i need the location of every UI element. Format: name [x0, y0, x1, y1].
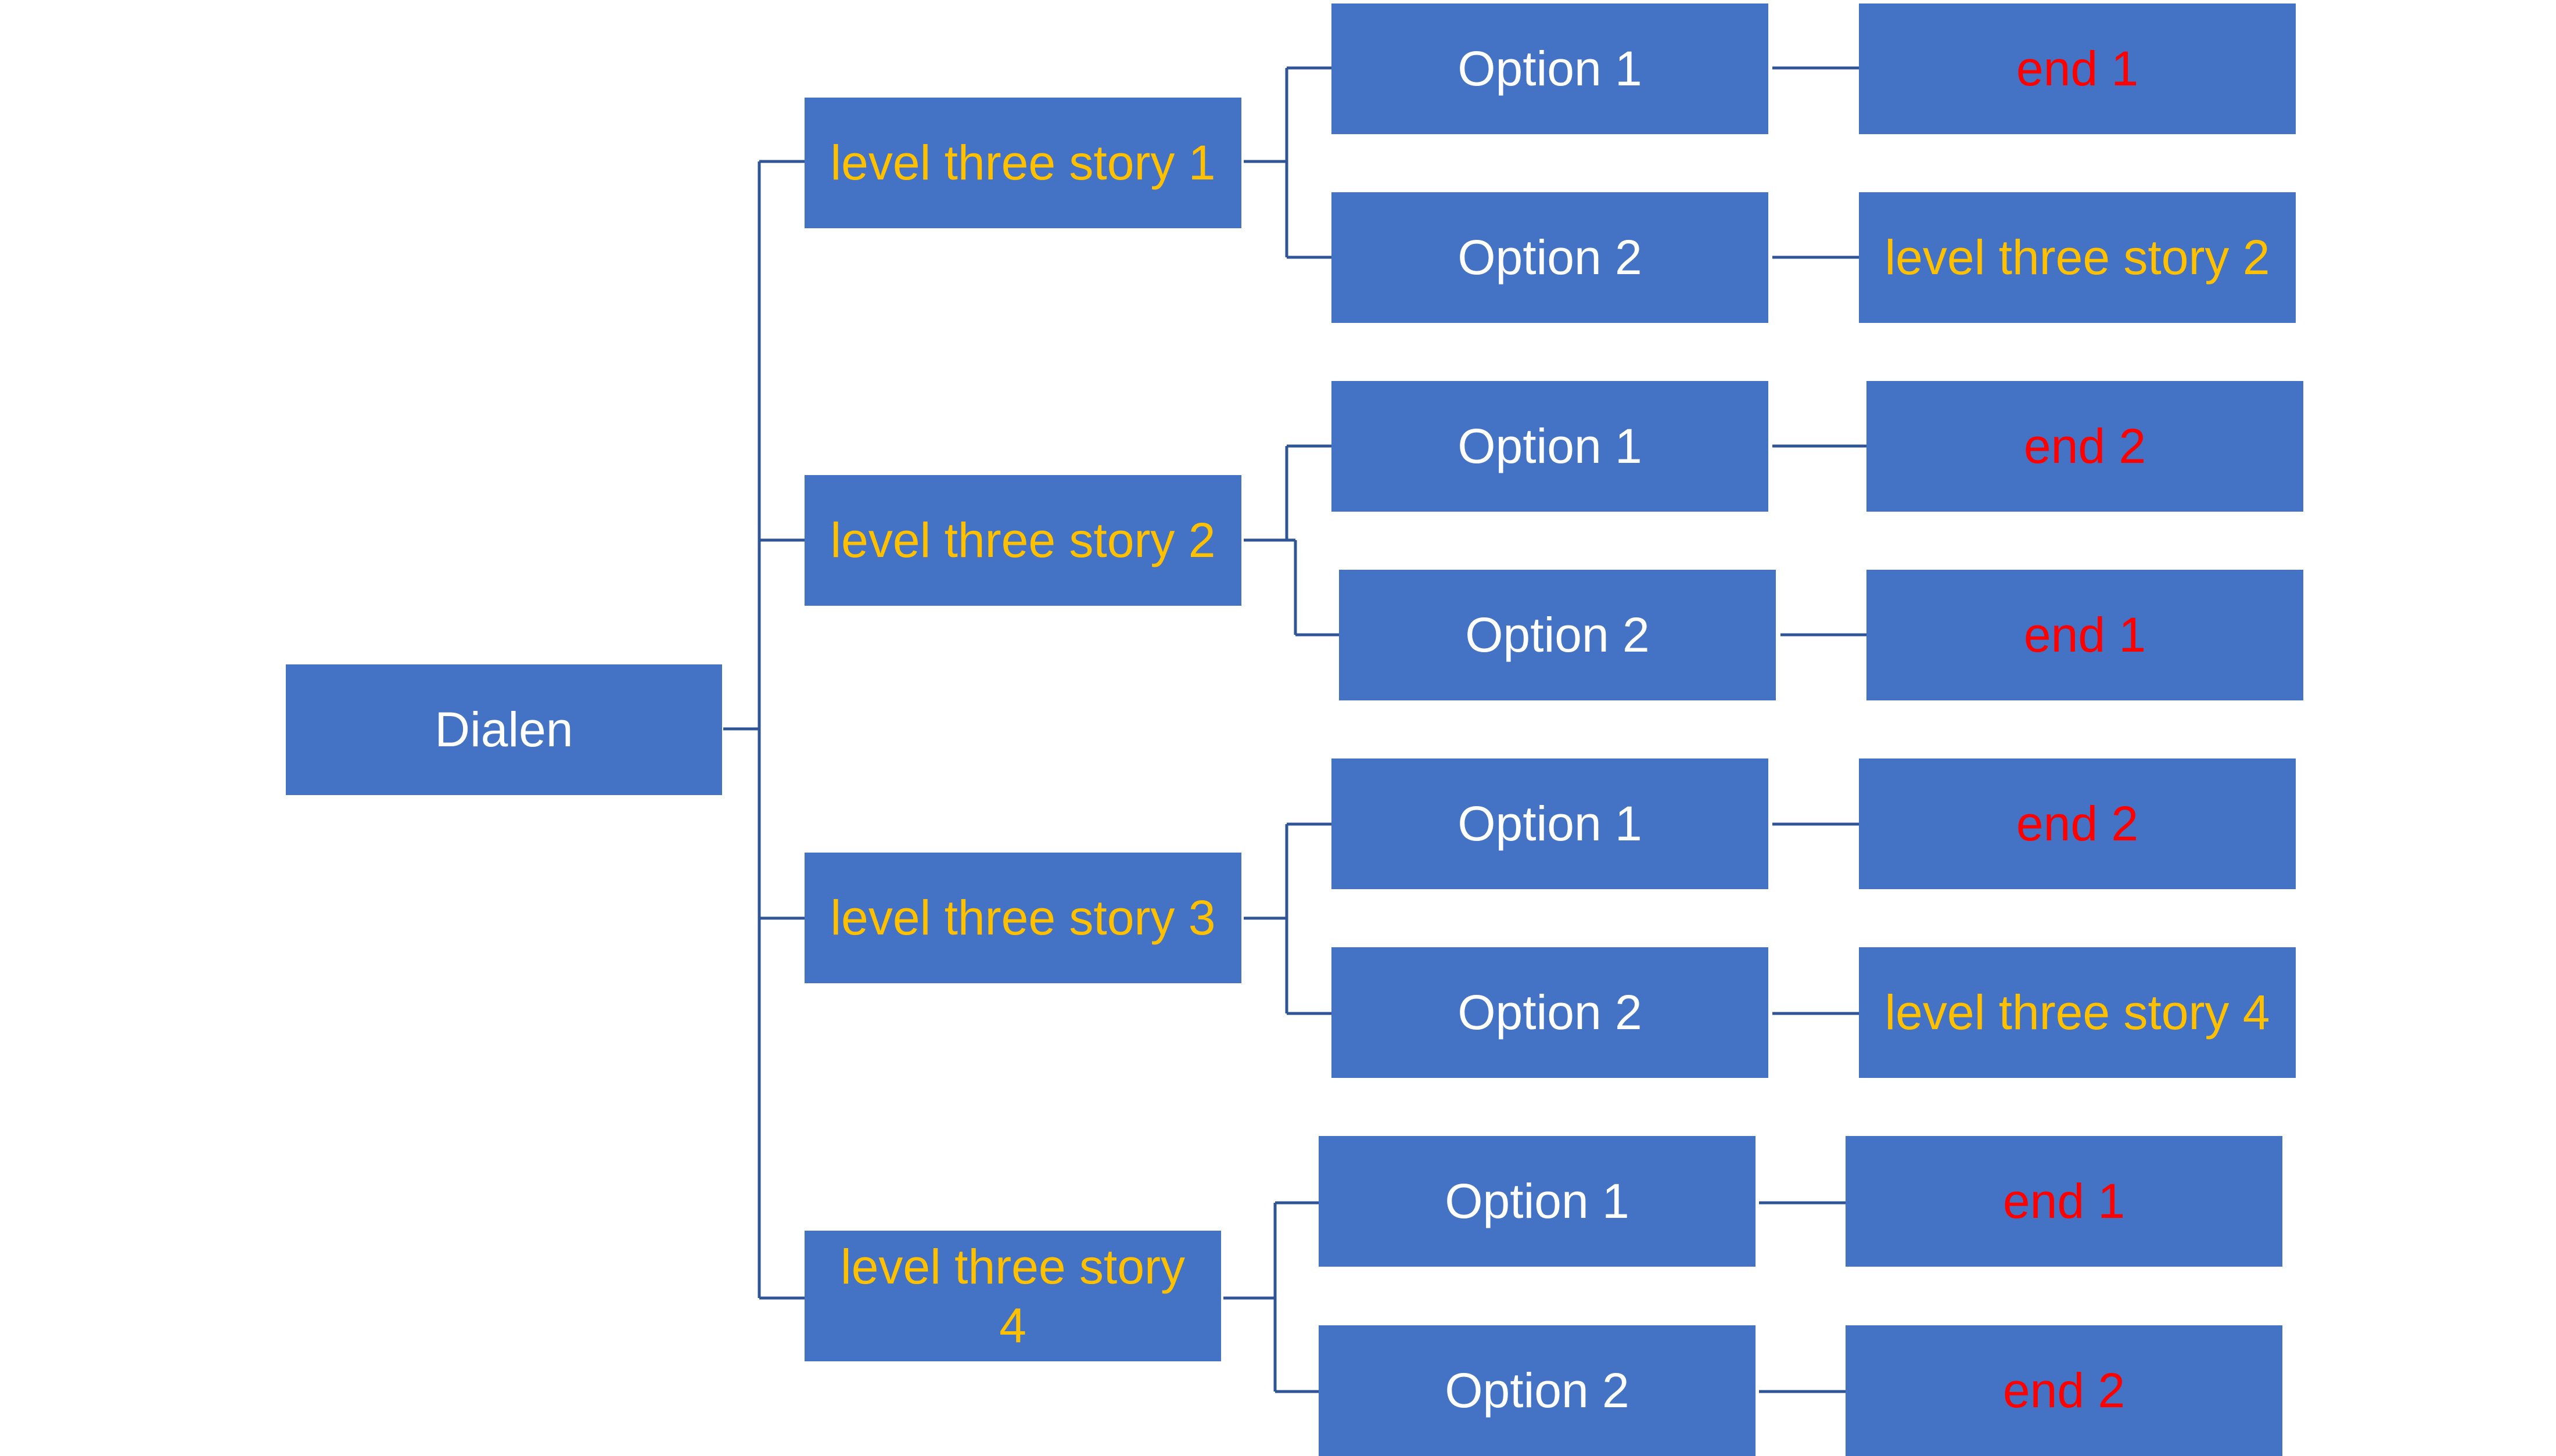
story-1-option-2: Option 2 [1331, 192, 1768, 323]
story-1-option-1: Option 1 [1331, 3, 1768, 134]
story-3-option-1-result: end 2 [1859, 758, 2296, 889]
story-node-1: level three story 1 [805, 98, 1241, 228]
story-3-option-1: Option 1 [1331, 758, 1768, 889]
root-node: Dialen [286, 664, 722, 795]
story-4-option-2-result: end 2 [1846, 1325, 2282, 1456]
story-3-option-2: Option 2 [1331, 947, 1768, 1078]
story-node-4: level three story 4 [805, 1231, 1221, 1361]
story-1-option-2-result: level three story 2 [1859, 192, 2296, 323]
story-4-option-1-result: end 1 [1846, 1136, 2282, 1267]
story-2-option-1-result: end 2 [1866, 381, 2303, 512]
story-node-3: level three story 3 [805, 853, 1241, 983]
story-1-option-1-result: end 1 [1859, 3, 2296, 134]
story-2-option-2: Option 2 [1339, 570, 1776, 700]
story-4-option-2: Option 2 [1319, 1325, 1756, 1456]
story-2-option-1: Option 1 [1331, 381, 1768, 512]
story-3-option-2-result: level three story 4 [1859, 947, 2296, 1078]
story-4-option-1: Option 1 [1319, 1136, 1756, 1267]
story-node-2: level three story 2 [805, 475, 1241, 606]
story-2-option-2-result: end 1 [1866, 570, 2303, 700]
